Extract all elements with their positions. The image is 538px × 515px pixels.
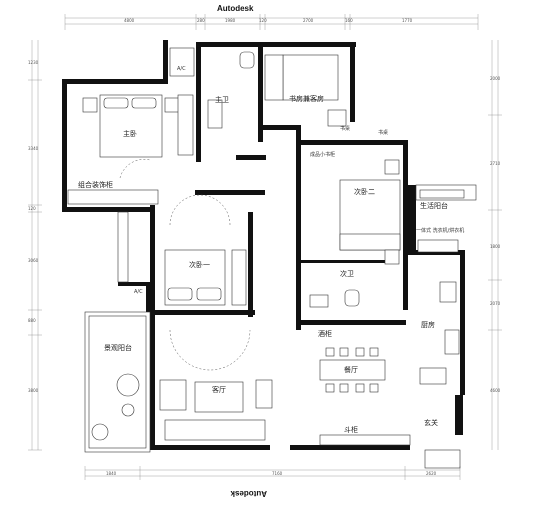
svg-text:2000: 2000 xyxy=(490,76,501,81)
svg-text:1770: 1770 xyxy=(402,18,413,23)
svg-text:160: 160 xyxy=(345,18,353,23)
label-combo-cabinet: 组合装饰柜 xyxy=(78,180,113,189)
walls xyxy=(62,40,465,450)
label-second-bedroom-two: 次卧二 xyxy=(354,187,375,196)
brand-bottom: Autodesk xyxy=(230,489,267,498)
second-bedroom-one-furniture xyxy=(164,194,247,306)
dining-furniture xyxy=(319,347,411,446)
label-second-bedroom-one: 次卧一 xyxy=(189,260,210,269)
second-bedroom-two-furniture xyxy=(339,159,401,265)
label-ac-top: A/C xyxy=(177,66,186,72)
label-kitchen: 厨房 xyxy=(421,320,435,329)
svg-text:3340: 3340 xyxy=(28,146,39,151)
svg-text:2620: 2620 xyxy=(426,471,437,476)
label-view-balcony: 景观阳台 xyxy=(104,343,132,352)
label-master-bedroom: 主卧 xyxy=(123,129,137,138)
svg-text:880: 880 xyxy=(28,318,36,323)
living-room-furniture xyxy=(91,329,273,441)
second-bath-furniture xyxy=(309,289,360,308)
dimension-lines xyxy=(28,14,502,480)
label-master-bath: 主卫 xyxy=(215,95,229,104)
study-furniture xyxy=(264,54,347,127)
label-wardrobe-small: 成品小书柜 xyxy=(310,151,335,158)
svg-text:4800: 4800 xyxy=(124,18,135,23)
svg-text:1980: 1980 xyxy=(225,18,236,23)
label-wine-cabinet: 酒柜 xyxy=(318,329,332,338)
label-dining-room: 餐厅 xyxy=(344,365,358,374)
label-shoe-cabinet: 斗柜 xyxy=(344,425,358,434)
label-second-bath: 次卫 xyxy=(340,269,354,278)
svg-text:120: 120 xyxy=(259,18,267,23)
label-ac-left: A/C xyxy=(134,289,143,295)
label-entrance: 玄关 xyxy=(424,418,438,427)
svg-text:2070: 2070 xyxy=(490,301,501,306)
svg-text:7160: 7160 xyxy=(272,471,283,476)
svg-text:2700: 2700 xyxy=(303,18,314,23)
label-study: 书房兼客房 xyxy=(289,94,324,103)
svg-text:3060: 3060 xyxy=(28,258,39,263)
svg-text:1800: 1800 xyxy=(490,244,501,249)
svg-text:120: 120 xyxy=(28,206,36,211)
svg-text:1840: 1840 xyxy=(106,471,117,476)
svg-text:280: 280 xyxy=(197,18,205,23)
dimension-texts: 4800 280 1980 120 2700 160 1770 1840 716… xyxy=(28,18,501,476)
room-labels: 主卧 主卫 书房兼客房 组合装饰柜 次卧二 次卧一 次卫 生活阳台 景观阳台 客… xyxy=(78,66,464,434)
label-washer: 一体式 洗衣机/烘衣机 xyxy=(416,227,464,234)
balcony-outlines xyxy=(84,184,477,469)
svg-text:1230: 1230 xyxy=(28,60,39,65)
label-bookcase-a: 书桌 xyxy=(340,125,350,132)
brand-top: Autodesk xyxy=(217,4,254,13)
label-living-room: 客厅 xyxy=(212,385,226,394)
label-bookcase-b: 书桌 xyxy=(378,129,388,136)
svg-text:2710: 2710 xyxy=(490,161,501,166)
master-bath-furniture xyxy=(169,47,255,129)
master-bedroom-furniture xyxy=(67,94,194,205)
svg-text:3800: 3800 xyxy=(28,388,39,393)
label-life-balcony: 生活阳台 xyxy=(420,201,448,210)
svg-text:4600: 4600 xyxy=(490,388,501,393)
kitchen-furniture xyxy=(417,239,460,385)
